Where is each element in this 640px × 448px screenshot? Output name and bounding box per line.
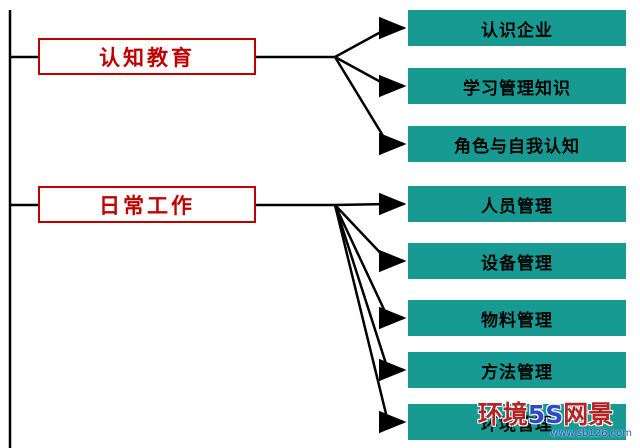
leaf-node: 设备管理 (408, 243, 626, 279)
leaf-label: 物料管理 (481, 310, 553, 331)
leaf-node: 方法管理 (408, 352, 626, 388)
leaf-node: 物料管理 (408, 300, 626, 336)
leaf-label: 人员管理 (481, 196, 553, 217)
branch-node-daily-work: 日常工作 (38, 186, 256, 223)
leaf-node: 人员管理 (408, 186, 626, 222)
branch-label: 认知教育 (99, 45, 195, 70)
leaf-node: 认识企业 (408, 10, 626, 46)
leaf-label: 认识企业 (481, 20, 553, 41)
branch-label: 日常工作 (99, 193, 195, 218)
leaf-label: 方法管理 (481, 362, 553, 383)
leaf-node: 环境管理 (408, 404, 626, 440)
leaf-node: 角色与自我认知 (408, 126, 626, 162)
leaf-label: 学习管理知识 (463, 78, 571, 99)
leaf-node: 学习管理知识 (408, 68, 626, 104)
leaf-label: 环境管理 (481, 414, 553, 435)
leaf-label: 设备管理 (481, 253, 553, 274)
branch-node-cognitive-education: 认知教育 (38, 38, 256, 75)
leaf-label: 角色与自我认知 (454, 136, 580, 157)
